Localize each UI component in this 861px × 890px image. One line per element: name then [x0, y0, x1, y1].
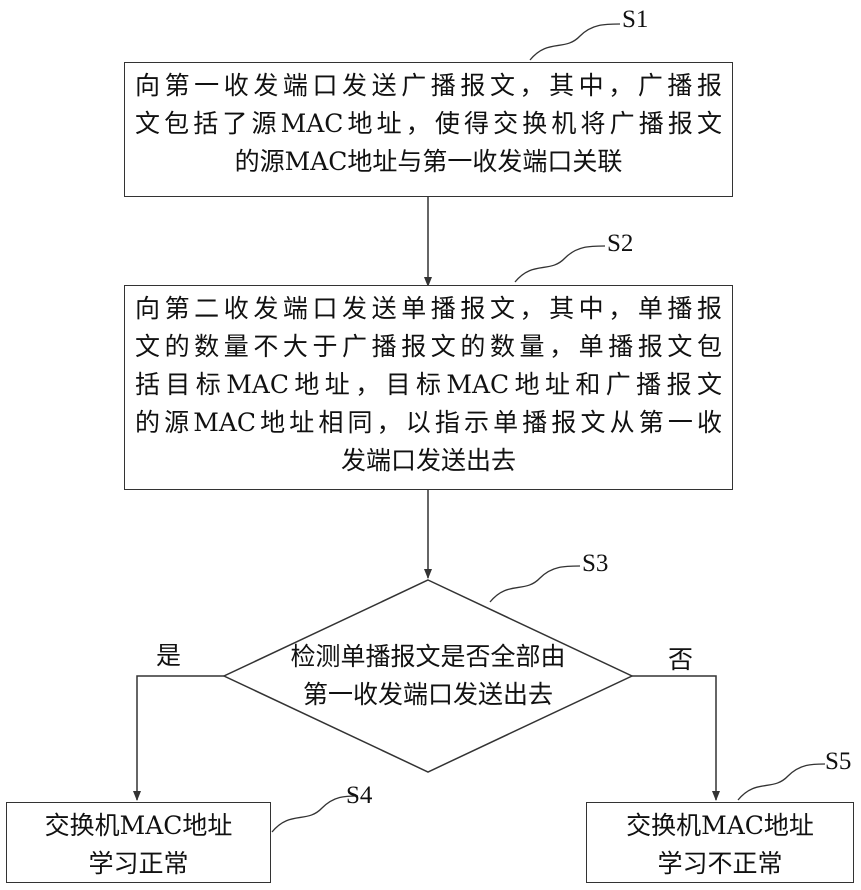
- step-label-s1: S1: [622, 6, 648, 34]
- result-box-s4: 交换机MAC地址 学习正常: [6, 802, 271, 883]
- box-text-line: 向第一收发端口发送广播报文，其中，广播报: [135, 67, 722, 105]
- step-label-s5: S5: [825, 748, 851, 776]
- process-box-s2: 向第二收发端口发送单播报文，其中，单播报 文的数量不大于广播报文的数量，单播报文…: [124, 285, 733, 490]
- box-text-line: 发端口发送出去: [135, 442, 722, 480]
- arrow-no-branch: [632, 676, 716, 800]
- box-text-line: 学习不正常: [597, 845, 843, 883]
- box-text-line: 的源MAC地址与第一收发端口关联: [135, 143, 722, 181]
- step-label-s2: S2: [607, 230, 633, 258]
- yes-label: 是: [156, 641, 181, 671]
- box-text-line: 交换机MAC地址: [17, 807, 260, 845]
- box-text-line: 交换机MAC地址: [597, 807, 843, 845]
- box-text-line: 的源MAC地址相同，以指示单播报文从第一收: [135, 404, 722, 442]
- box-text-line: 文包括了源MAC地址，使得交换机将广播报文: [135, 105, 722, 143]
- step-label-s3: S3: [582, 550, 608, 578]
- decision-text-line: 第一收发端口发送出去: [250, 676, 606, 714]
- leader-s3: [490, 566, 580, 602]
- no-label: 否: [668, 645, 693, 675]
- decision-text-line: 检测单播报文是否全部由: [250, 638, 606, 676]
- result-box-s5: 交换机MAC地址 学习不正常: [586, 802, 854, 883]
- leader-s1: [530, 24, 620, 60]
- box-text-line: 文的数量不大于广播报文的数量，单播报文包: [135, 328, 722, 366]
- box-text-line: 向第二收发端口发送单播报文，其中，单播报: [135, 290, 722, 328]
- box-text-line: 括目标MAC地址，目标MAC地址和广播报文: [135, 366, 722, 404]
- decision-text: 检测单播报文是否全部由 第一收发端口发送出去: [250, 638, 606, 714]
- process-box-s1: 向第一收发端口发送广播报文，其中，广播报 文包括了源MAC地址，使得交换机将广播…: [124, 62, 733, 197]
- step-label-s4: S4: [346, 782, 372, 810]
- box-text-line: 学习正常: [17, 845, 260, 883]
- arrow-yes-branch: [137, 676, 224, 800]
- leader-s2: [515, 246, 605, 282]
- leader-s5: [738, 764, 825, 800]
